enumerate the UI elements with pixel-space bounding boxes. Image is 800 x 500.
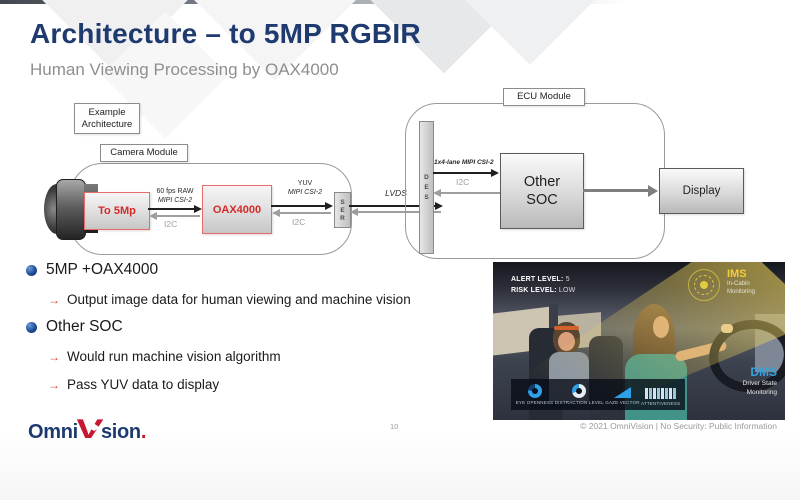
radar-target-icon xyxy=(687,268,721,302)
i2c-return-arrow xyxy=(433,189,500,196)
in-cabin-monitoring-image: ALERT LEVEL: 5 RISK LEVEL: LOW IMS In-Ca… xyxy=(493,262,785,420)
ims-title: IMS xyxy=(727,268,747,280)
donut-gauge-icon xyxy=(527,384,542,398)
metric-eye-openness: EYE OPENNESS xyxy=(516,384,554,405)
csi2-arrow xyxy=(433,168,499,177)
isp-to-ser-link-label: YUV MIPI CSI-2 xyxy=(287,180,323,197)
driver-metrics-bar: EYE OPENNESS DISTRACTION LEVEL GAZE VECT… xyxy=(511,379,685,410)
omnivision-logo: Omni V sion . xyxy=(28,414,147,444)
i2c-return-arrow xyxy=(272,209,331,216)
page-subtitle: Human Viewing Processing by OAX4000 xyxy=(30,60,339,79)
bullet-dot-icon xyxy=(26,321,37,333)
page-title: Architecture – to 5MP RGBIR xyxy=(30,18,421,49)
metric-gaze-vector: GAZE VECTOR xyxy=(605,384,639,405)
bullet-item: Other SOC xyxy=(26,318,123,336)
bullet-item: 5MP +OAX4000 xyxy=(26,261,158,279)
bullet-dot-icon xyxy=(26,264,37,276)
example-architecture-label: Example Architecture xyxy=(74,103,140,134)
i2c-label: I2C xyxy=(456,177,470,187)
sub-bullet-arrow-icon: → xyxy=(48,292,60,307)
ramp-triangle-icon xyxy=(613,387,631,398)
camera-module-label: Camera Module xyxy=(100,144,188,162)
lvds-return-arrow xyxy=(350,208,441,215)
sub-bullet-item: → Pass YUV data to display xyxy=(48,377,220,392)
csi2-arrow xyxy=(148,204,202,213)
soc-to-display-arrow xyxy=(583,184,658,197)
i2c-label: I2C xyxy=(164,219,178,229)
sub-bullet-arrow-icon: → xyxy=(48,377,60,392)
ring-gauge-icon xyxy=(572,384,587,398)
deserializer-block: D E S xyxy=(419,121,434,254)
sub-bullet-arrow-icon: → xyxy=(48,349,60,364)
page-number: 10 xyxy=(390,422,399,431)
i2c-return-arrow xyxy=(149,212,200,219)
oax4000-block: OAX4000 xyxy=(202,185,272,234)
level-bars-icon xyxy=(645,383,676,399)
child-headband xyxy=(554,326,579,330)
sensor-block: To 5Mp xyxy=(84,192,150,230)
display-block: Display xyxy=(659,168,744,214)
dms-title: DMS xyxy=(750,365,777,379)
camera-lens-barrel xyxy=(56,179,86,240)
metric-distraction-level: DISTRACTION LEVEL xyxy=(555,384,604,405)
alert-overlay: ALERT LEVEL: 5 RISK LEVEL: LOW xyxy=(511,276,576,295)
lvds-label: LVDS xyxy=(385,188,407,198)
i2c-label: I2C xyxy=(292,217,306,227)
sensor-to-isp-link-label: 60 fps RAW MIPI CSI-2 xyxy=(156,188,194,205)
metric-attentiveness: ATTENTIVENESS xyxy=(641,383,680,406)
eagle-v-icon: V xyxy=(73,414,105,444)
other-soc-block: Other SOC xyxy=(500,153,584,229)
csi2-arrow xyxy=(271,201,333,210)
sub-bullet-item: → Output image data for human viewing an… xyxy=(48,292,411,307)
des-to-soc-link-label: 1x4-lane MIPI CSI-2 xyxy=(434,159,494,166)
copyright-text: © 2021 OmniVision | No Security: Public … xyxy=(580,421,777,431)
lvds-arrow xyxy=(349,201,443,210)
ims-overlay: IMS In-Cabin Monitoring xyxy=(687,268,755,302)
sub-bullet-item: → Would run machine vision algorithm xyxy=(48,349,281,364)
dms-overlay: DMS Driver State Monitoring xyxy=(493,365,777,397)
ecu-module-label: ECU Module xyxy=(503,88,585,106)
serializer-block: S E R xyxy=(334,192,351,228)
